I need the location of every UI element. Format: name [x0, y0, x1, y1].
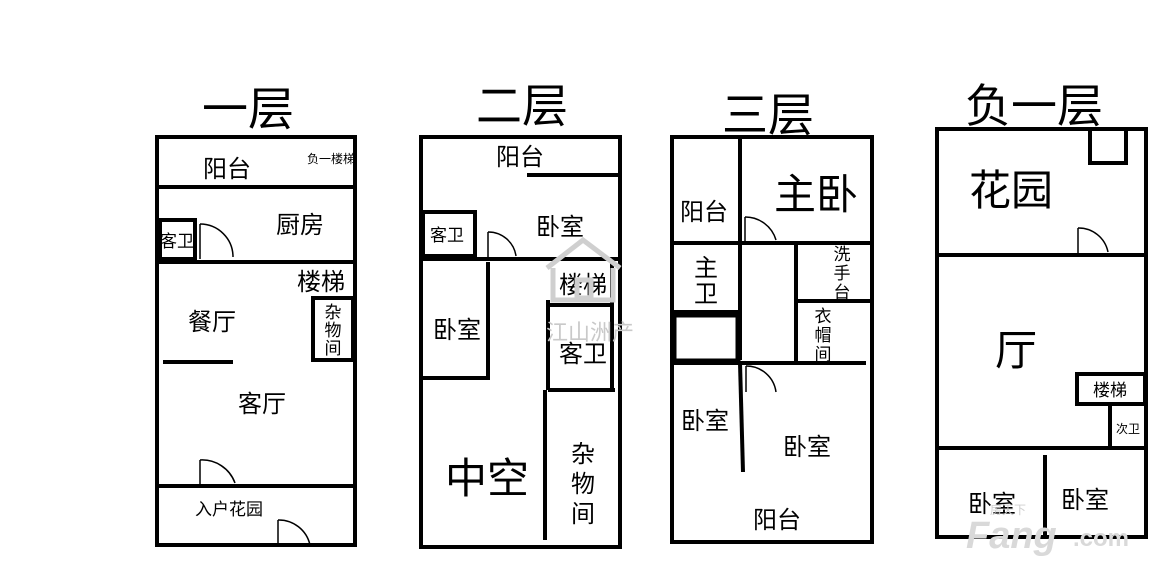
f2-storage-label: 杂物间	[571, 440, 595, 528]
f3-balcony-top-label: 阳台	[680, 198, 728, 226]
site-watermark-en: Fang	[966, 515, 1057, 557]
floor-2-walls	[419, 135, 622, 549]
floor-2-title: 二层	[476, 79, 568, 133]
agency-watermark: 江山洲产	[545, 236, 634, 346]
f3-balcony-bottom-label: 阳台	[753, 506, 801, 534]
b1-bedroom-left-label: 卧室	[968, 490, 1016, 518]
floor-3-door-swings	[744, 216, 777, 393]
f1-basement-stairs-label: 负一楼梯	[307, 151, 355, 166]
f1-dining-label: 餐厅	[188, 308, 236, 336]
b1-hall-label: 厅	[995, 326, 1037, 375]
floor-b1-title: 负一层	[965, 79, 1103, 133]
f2-guest-bath-mid-label: 客卫	[559, 340, 607, 368]
f2-bedroom-top-label: 卧室	[536, 213, 584, 241]
f3-bedroom-right-label: 卧室	[783, 433, 831, 461]
f1-storage-label: 杂物间	[325, 303, 342, 359]
f2-bedroom-left-label: 卧室	[433, 316, 481, 344]
floor-3-title: 三层	[722, 88, 814, 142]
floor-b1-door-swings	[1077, 227, 1109, 253]
b1-bedroom-right-label: 卧室	[1061, 486, 1109, 514]
f3-wash-basin-label: 洗手台	[834, 245, 851, 303]
f2-stairs-label: 楼梯	[559, 271, 607, 299]
site-watermark-cn: 房天下	[990, 502, 1026, 517]
f1-guest-bath-label: 客卫	[160, 232, 194, 252]
f1-living-label: 客厅	[238, 390, 286, 418]
f1-entry-garden-label: 入户花园	[195, 500, 263, 520]
b1-second-bath-label: 次卫	[1116, 422, 1140, 436]
floor-3: 三层 阳台 主卧 主卫 洗手台 衣帽间 卧室 卧室 阳台	[670, 88, 874, 544]
f3-master-bath-label: 主卫	[694, 254, 718, 308]
b1-garden-label: 花园	[969, 166, 1053, 215]
f2-guest-bath-top-label: 客卫	[430, 226, 464, 246]
floor-b1-walls	[935, 127, 1148, 539]
f2-balcony-label: 阳台	[496, 143, 544, 171]
f1-balcony-label: 阳台	[203, 155, 251, 183]
house-logo-icon	[545, 236, 622, 303]
f2-void-label: 中空	[445, 454, 529, 503]
floor-1-title: 一层	[202, 82, 294, 136]
floor-2-door-swings	[487, 231, 517, 257]
floor-1-walls	[155, 135, 357, 547]
f1-kitchen-label: 厨房	[276, 211, 324, 239]
f3-master-bedroom-label: 主卧	[774, 170, 858, 219]
floor-1: 一层 阳台 负一楼梯 客卫 厨房 楼梯 餐厅 客厅 入户花园 杂物间	[155, 82, 357, 547]
site-watermark: 房天下 Fang .com	[966, 502, 1129, 557]
f1-stairs-label: 楼梯	[297, 268, 345, 296]
f3-bedroom-left-label: 卧室	[681, 407, 729, 435]
site-watermark-tld: .com	[1073, 525, 1129, 552]
agency-watermark-text: 江山洲产	[546, 321, 634, 346]
b1-stairs-label: 楼梯	[1093, 381, 1127, 401]
floor-1-door-swings	[199, 223, 311, 546]
floor-basement: 负一层 花园 厅 楼梯 次卫 卧室 卧室	[935, 79, 1148, 539]
floor-2: 二层 阳台 客卫 卧室 楼梯 卧室 客卫 中空 杂物间	[419, 79, 622, 549]
floor-3-walls	[670, 135, 874, 544]
f3-closet-label: 衣帽间	[815, 307, 832, 365]
